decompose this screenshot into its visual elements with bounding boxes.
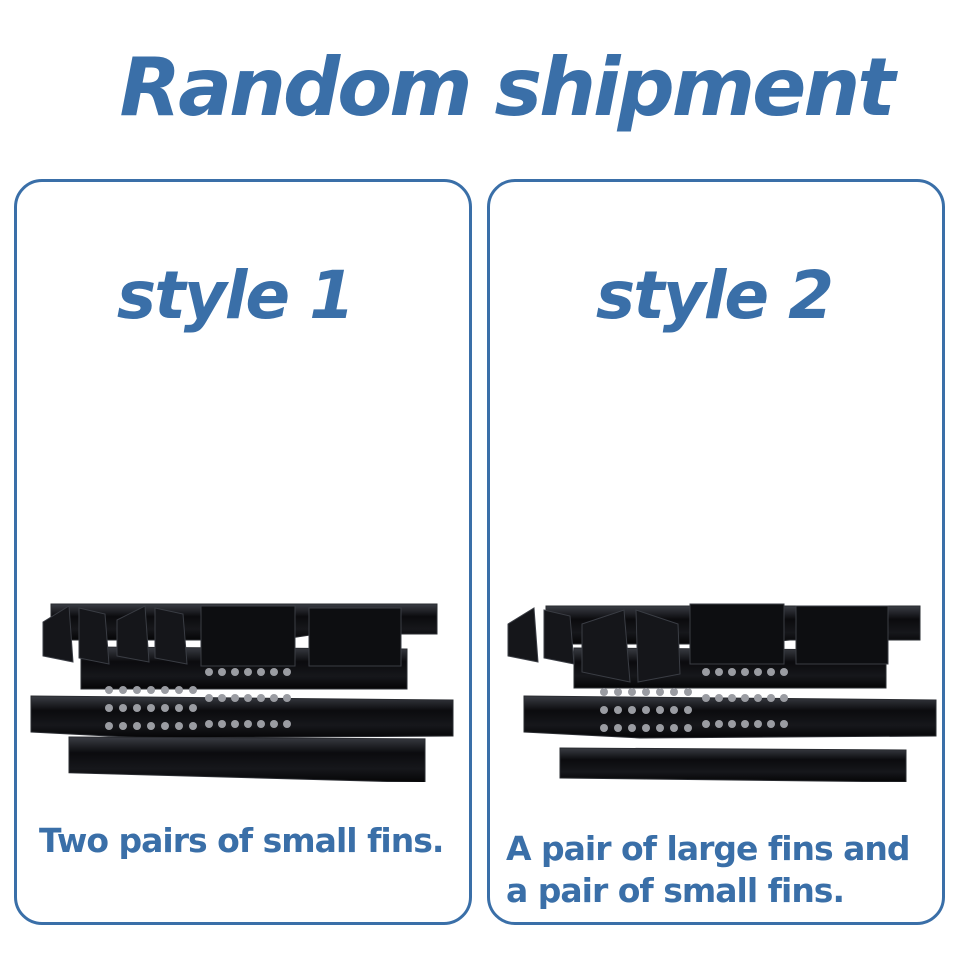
style-2-title: style 2 xyxy=(595,257,834,334)
small-fin-3 xyxy=(116,605,150,663)
style-2-caption: A pair of large fins and a pair of small… xyxy=(506,829,911,910)
side-skirt-4 xyxy=(68,736,426,782)
small-fin-1 xyxy=(42,605,74,663)
large-fin-2 xyxy=(635,609,681,683)
style-2-accessories xyxy=(507,603,889,732)
style-1-panel: style 1 xyxy=(14,179,472,925)
connector-plate-2 xyxy=(308,607,402,667)
style-2-panel: style 2 xyxy=(487,179,945,925)
small-fin-4 xyxy=(154,607,188,665)
small-fin-1 xyxy=(507,607,539,663)
small-fin-2 xyxy=(78,607,110,665)
page-title: Random shipment xyxy=(119,41,895,134)
style-1-accessories xyxy=(42,605,402,730)
connector-plate-2 xyxy=(795,605,889,665)
connector-plate-1 xyxy=(200,605,296,667)
screws xyxy=(105,668,291,730)
large-fin-1 xyxy=(581,609,631,683)
side-skirt-3 xyxy=(523,695,937,739)
connector-plate-1 xyxy=(689,603,785,665)
screws xyxy=(600,668,788,732)
style-1-caption: Two pairs of small fins. xyxy=(39,821,444,860)
side-skirt-4 xyxy=(559,747,907,782)
style-1-title: style 1 xyxy=(116,257,355,334)
small-fin-2 xyxy=(543,609,575,665)
